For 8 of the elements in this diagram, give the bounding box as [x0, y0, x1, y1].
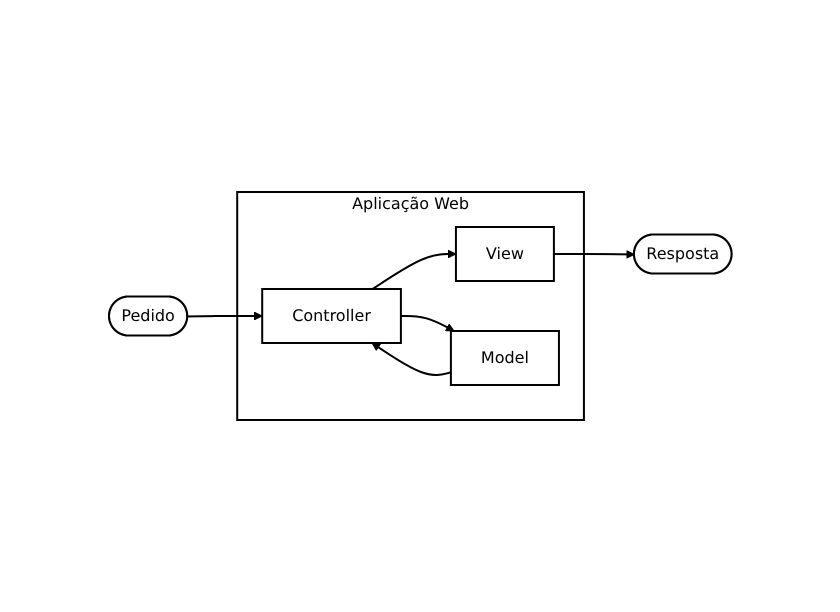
- node-box: Model: [450, 330, 560, 386]
- arrow: [554, 250, 635, 259]
- arrow: [372, 250, 456, 290]
- arrow: [187, 312, 262, 320]
- node-box: View: [454, 226, 555, 282]
- arrow: [400, 315, 454, 332]
- node-box: Controller: [260, 288, 402, 344]
- arrow: [371, 342, 451, 376]
